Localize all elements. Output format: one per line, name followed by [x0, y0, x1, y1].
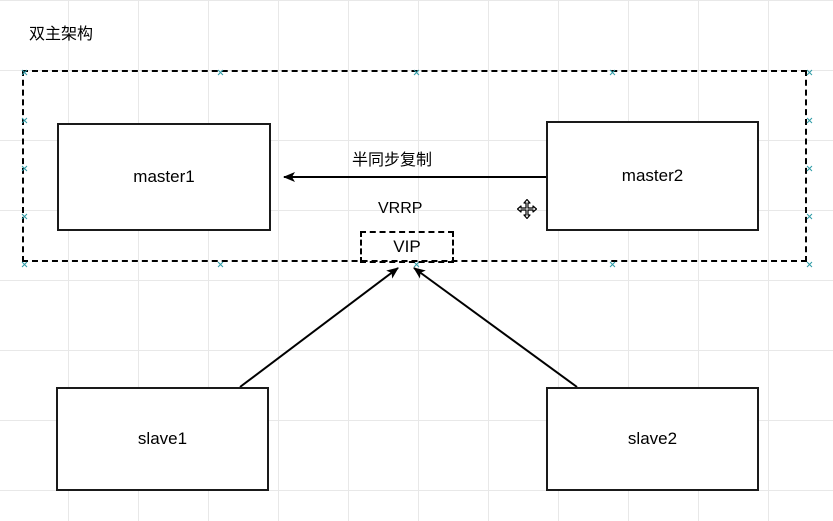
- node-slave2-label: slave2: [627, 429, 678, 448]
- node-vip[interactable]: VIP: [360, 231, 454, 263]
- group-handle-bottom-three-quarter[interactable]: [609, 261, 616, 268]
- group-handle-bottom-left[interactable]: [21, 261, 28, 268]
- move-cursor-icon: [517, 199, 537, 219]
- group-handle-top-center[interactable]: [413, 69, 420, 76]
- group-handle-right-center[interactable]: [806, 165, 813, 172]
- group-handle-top-right[interactable]: [806, 69, 813, 76]
- group-handle-bottom-quarter[interactable]: [217, 261, 224, 268]
- group-handle-right-three-quarter[interactable]: [806, 213, 813, 220]
- node-master2[interactable]: master2: [546, 121, 759, 231]
- group-handle-bottom-right[interactable]: [806, 261, 813, 268]
- edge-label-replication[interactable]: 半同步复制: [352, 152, 433, 169]
- group-handle-left-quarter[interactable]: [21, 117, 28, 124]
- node-slave1[interactable]: slave1: [56, 387, 269, 491]
- group-handle-left-center[interactable]: [21, 165, 28, 172]
- node-slave1-label: slave1: [137, 429, 188, 448]
- edge-slave1-to-vip-line: [239, 267, 399, 388]
- group-handle-top-left[interactable]: [21, 69, 28, 76]
- node-master2-label: master2: [621, 166, 684, 185]
- group-handle-top-quarter[interactable]: [217, 69, 224, 76]
- group-handle-left-three-quarter[interactable]: [21, 213, 28, 220]
- group-handle-top-three-quarter[interactable]: [609, 69, 616, 76]
- group-handle-right-quarter[interactable]: [806, 117, 813, 124]
- node-master1[interactable]: master1: [57, 123, 271, 231]
- edge-slave2-to-vip-line: [413, 267, 578, 388]
- node-vip-label: VIP: [393, 237, 421, 256]
- edge-label-vrrp[interactable]: VRRP: [378, 200, 423, 217]
- node-master1-label: master1: [133, 167, 195, 186]
- node-slave2[interactable]: slave2: [546, 387, 759, 491]
- diagram-title: 双主架构: [29, 26, 94, 43]
